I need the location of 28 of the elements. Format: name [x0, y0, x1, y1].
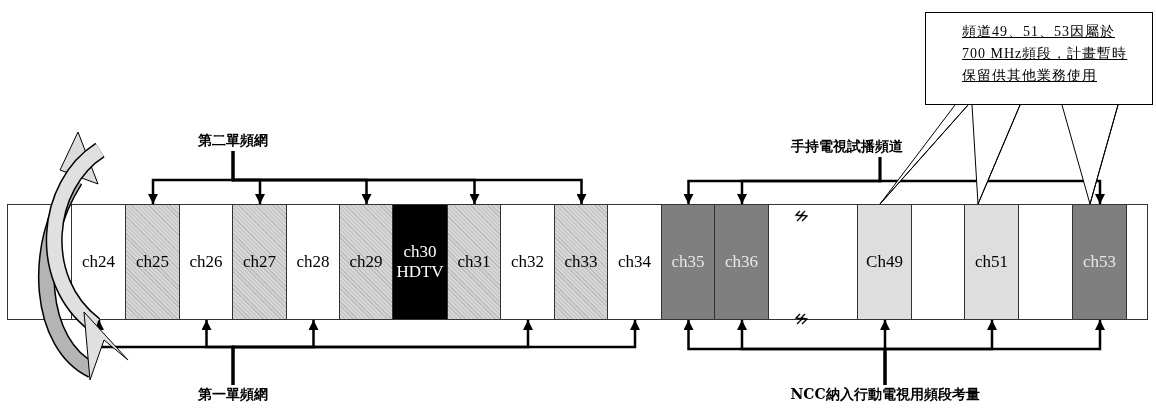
arrow: [883, 320, 1105, 385]
channel-cell: ch30 HDTV: [392, 204, 448, 320]
channel-cell: ch35: [661, 204, 715, 320]
channel-cell: ch27: [232, 204, 287, 320]
channel-cell: Ch49: [857, 204, 912, 320]
empty-channel-cell: [1126, 204, 1148, 320]
arrow: [231, 320, 640, 385]
empty-channel-cell: [1018, 204, 1073, 320]
channel-cell: ch31: [447, 204, 501, 320]
channel-cell: ch36: [714, 204, 769, 320]
channel-cell: ch26: [179, 204, 233, 320]
channel-cell: ch32: [500, 204, 555, 320]
channel-cell: ch51: [964, 204, 1019, 320]
channel-cell: ch34: [607, 204, 662, 320]
group-label: 手持電視試播頻道: [788, 137, 906, 155]
channel-cell: ch33: [554, 204, 608, 320]
callout-pointer: [879, 104, 969, 205]
callout-text: 頻道49、51、53因屬於700 MHz頻段，計畫暫時保留供其他業務使用: [962, 23, 1129, 85]
empty-channel-cell: [768, 204, 858, 320]
callout-pointer: [1061, 104, 1119, 205]
empty-channel-cell: [911, 204, 965, 320]
arrow: [231, 151, 587, 204]
channel-cell: ch25: [125, 204, 180, 320]
channel-cell: ch53: [1072, 204, 1127, 320]
arrow: [878, 157, 1105, 204]
callout-pointer: [971, 104, 1021, 205]
channel-cell: ch28: [286, 204, 340, 320]
channel-cell: ch29: [339, 204, 393, 320]
